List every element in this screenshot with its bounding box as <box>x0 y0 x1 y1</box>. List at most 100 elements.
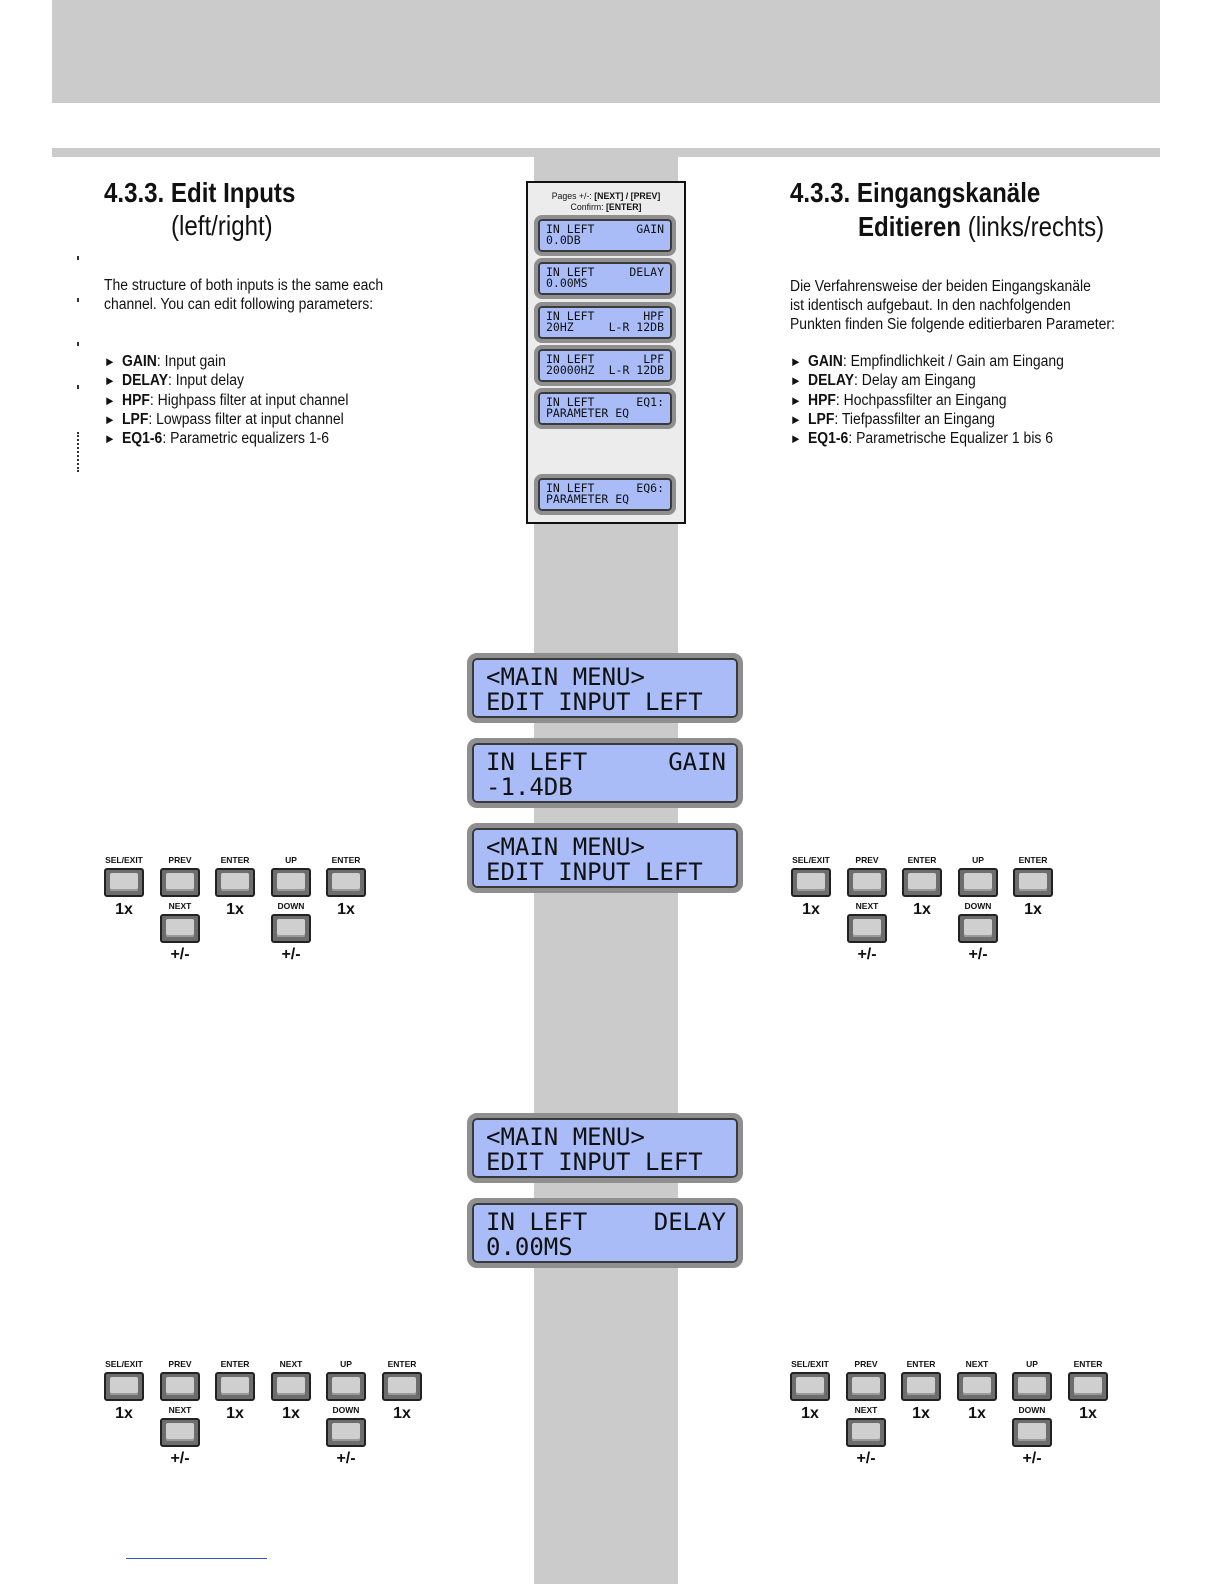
bullet-arrow-icon: ► <box>104 373 116 389</box>
section-heading-en: 4.3.3. Edit Inputs <box>104 177 296 208</box>
key-up-button[interactable] <box>1012 1372 1052 1401</box>
key-label: SEL/EXIT <box>792 855 830 865</box>
key-next-button[interactable] <box>160 914 200 943</box>
press-count: +/- <box>170 1450 190 1467</box>
key-label: PREV <box>168 1359 192 1369</box>
parameter-item: ►HPF: Hochpassfilter an Eingang <box>790 391 1007 409</box>
key-next-button[interactable] <box>847 914 887 943</box>
key-enter-button[interactable] <box>215 1372 255 1401</box>
key-down-button[interactable] <box>958 914 998 943</box>
bullet-arrow-icon: ► <box>790 411 802 427</box>
key-label: UP <box>972 855 984 865</box>
key-label: ENTER <box>387 1359 417 1369</box>
parameter-item: ►LPF: Lowpass filter at input channel <box>104 410 344 428</box>
key-next-button[interactable] <box>846 1418 886 1447</box>
press-count: +/- <box>336 1450 356 1467</box>
parameter-item: ►EQ1-6: Parametric equalizers 1-6 <box>104 430 330 448</box>
header-rule <box>52 148 1160 157</box>
press-count: +/- <box>170 946 190 963</box>
intro-text-en: The structure of both inputs is the same… <box>104 277 384 313</box>
key-prev-button[interactable] <box>160 868 200 897</box>
bullet-arrow-icon: ► <box>104 392 116 408</box>
key-sel-exit-button[interactable] <box>791 868 831 897</box>
parameter-item: ►EQ1-6: Parametrische Equalizer 1 bis 6 <box>790 430 1054 448</box>
press-count: 1x <box>226 1405 244 1422</box>
key-label: PREV <box>168 855 192 865</box>
key-label: ENTER <box>906 1359 936 1369</box>
key-down-button[interactable] <box>1012 1418 1052 1447</box>
key-prev-button[interactable] <box>847 868 887 897</box>
connector-dots <box>77 298 79 302</box>
parameter-item: ►GAIN: Empfindlichkeit / Gain am Eingang <box>790 353 1064 370</box>
key-down-button[interactable] <box>326 1418 366 1447</box>
key-label: NEXT <box>855 901 879 911</box>
key-label: ENTER <box>1073 1359 1103 1369</box>
connector-dots <box>77 385 79 389</box>
key-enter-button[interactable] <box>382 1372 422 1401</box>
connector-dots <box>77 256 79 260</box>
key-label: SEL/EXIT <box>791 1359 829 1369</box>
key-label: NEXT <box>854 1405 878 1415</box>
key-up-button[interactable] <box>326 1372 366 1401</box>
key-label: SEL/EXIT <box>105 1359 143 1369</box>
press-count: +/- <box>857 946 877 963</box>
key-enter-button[interactable] <box>901 1372 941 1401</box>
connector-dots <box>77 432 79 472</box>
key-sel-exit-button[interactable] <box>790 1372 830 1401</box>
bullet-arrow-icon: ► <box>790 392 802 408</box>
lcd-display: <MAIN MENU>EDIT INPUT LEFT <box>467 653 743 723</box>
key-enter-button[interactable] <box>1068 1372 1108 1401</box>
parameter-item: ►GAIN: Input gain <box>104 353 226 370</box>
key-next-button[interactable] <box>957 1372 997 1401</box>
bullet-arrow-icon: ► <box>104 431 116 447</box>
key-label: ENTER <box>1018 855 1048 865</box>
lcd-display: <MAIN MENU>EDIT INPUT LEFT <box>467 1113 743 1183</box>
bullet-arrow-icon: ► <box>790 431 802 447</box>
press-count: +/- <box>281 946 301 963</box>
section-subheading-de: Editieren (links/rechts) <box>858 211 1105 242</box>
key-label: DOWN <box>964 901 992 911</box>
key-enter-button[interactable] <box>215 868 255 897</box>
key-up-button[interactable] <box>271 868 311 897</box>
bullet-arrow-icon: ► <box>104 354 116 369</box>
key-prev-button[interactable] <box>160 1372 200 1401</box>
key-label: NEXT <box>168 901 192 911</box>
key-label: DOWN <box>1018 1405 1046 1415</box>
key-sel-exit-button[interactable] <box>104 868 144 897</box>
panel-instructions: Pages +/-: [NEXT] / [PREV] Confirm: [ENT… <box>551 191 661 213</box>
connector-dots <box>77 342 79 346</box>
key-label: PREV <box>854 1359 878 1369</box>
key-up-button[interactable] <box>958 868 998 897</box>
press-count: 1x <box>115 1405 133 1422</box>
key-sel-exit-button[interactable] <box>104 1372 144 1401</box>
parameter-item: ►DELAY: Delay am Eingang <box>790 372 976 390</box>
key-label: UP <box>285 855 297 865</box>
press-count: 1x <box>1024 901 1042 918</box>
parameter-item: ►DELAY: Input delay <box>104 372 245 390</box>
key-enter-button[interactable] <box>1013 868 1053 897</box>
key-enter-button[interactable] <box>902 868 942 897</box>
press-count: +/- <box>856 1450 876 1467</box>
parameter-list-de: ►GAIN: Empfindlichkeit / Gain am Eingang… <box>790 352 1064 448</box>
press-count: 1x <box>1079 1405 1097 1422</box>
key-next-button[interactable] <box>160 1418 200 1447</box>
key-enter-button[interactable] <box>326 868 366 897</box>
press-count: 1x <box>282 1405 300 1422</box>
key-label: DOWN <box>277 901 305 911</box>
key-prev-button[interactable] <box>846 1372 886 1401</box>
press-count: +/- <box>1022 1450 1042 1467</box>
key-down-button[interactable] <box>271 914 311 943</box>
key-label: ENTER <box>220 1359 250 1369</box>
key-label: DOWN <box>332 1405 360 1415</box>
bullet-arrow-icon: ► <box>790 373 802 389</box>
key-next-button[interactable] <box>271 1372 311 1401</box>
header-band <box>52 0 1160 103</box>
press-count: 1x <box>226 901 244 918</box>
key-label: PREV <box>855 855 879 865</box>
